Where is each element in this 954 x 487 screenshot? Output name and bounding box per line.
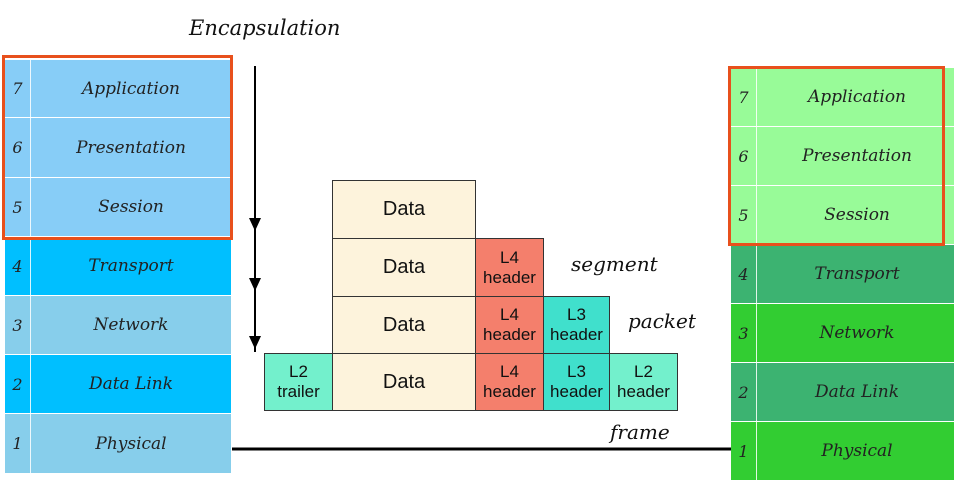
right-layer-presentation: 6 Presentation — [731, 127, 954, 186]
l4-header-line2: header — [483, 325, 536, 344]
data-label: Data — [382, 370, 426, 393]
left-layer-data-link: 2 Data Link — [5, 355, 231, 414]
data-block-row4: Data — [332, 353, 476, 411]
data-block-row2: Data — [332, 238, 476, 297]
right-layer-label: Transport — [814, 264, 900, 284]
pdu-label-frame: frame — [610, 420, 670, 444]
right-layer-num: 4 — [731, 245, 757, 303]
right-upper-layers-highlight — [728, 66, 945, 246]
right-layer-num: 6 — [731, 127, 757, 185]
right-layer-num: 5 — [731, 186, 757, 244]
left-layer-num: 3 — [5, 296, 31, 354]
encapsulation-title: Encapsulation — [189, 16, 341, 40]
right-layer-label: Data Link — [814, 382, 900, 402]
right-layer-application: 7 Application — [731, 68, 954, 127]
l4-header-row3: L4 header — [475, 296, 544, 354]
right-layer-num: 1 — [731, 422, 757, 480]
l3-header-line2: header — [550, 382, 603, 401]
l4-header-line1: L4 — [500, 305, 519, 324]
left-osi-stack: 7 Application 6 Presentation 5 Session 4… — [5, 56, 231, 474]
pdu-label-segment: segment — [571, 252, 658, 276]
right-layer-label: Physical — [821, 441, 893, 461]
right-layer-num: 7 — [731, 68, 757, 126]
data-label: Data — [382, 198, 426, 220]
l2-header-row4: L2 header — [609, 353, 678, 411]
l3-header-row4: L3 header — [543, 353, 610, 411]
right-layer-session: 5 Session — [731, 186, 954, 245]
l2-header-line1: L2 — [634, 362, 653, 381]
l4-header-line1: L4 — [500, 247, 519, 267]
right-layer-num: 3 — [731, 304, 757, 362]
pdu-label-packet: packet — [628, 309, 696, 333]
l4-header-line2: header — [483, 382, 536, 401]
l3-header-line1: L3 — [567, 362, 586, 381]
l2-trailer-line1: L2 — [289, 362, 308, 381]
right-layer-transport: 4 Transport — [731, 245, 954, 304]
left-layer-num: 6 — [5, 118, 31, 177]
arrow-head-2 — [249, 278, 261, 291]
right-osi-stack: 7 Application 6 Presentation 5 Session 4… — [731, 68, 954, 480]
left-layer-session: 5 Session — [5, 178, 231, 237]
left-layer-network: 3 Network — [5, 296, 231, 355]
right-layer-physical: 1 Physical — [731, 422, 954, 480]
data-block-row1: Data — [332, 180, 476, 239]
left-layer-num: 5 — [5, 178, 31, 236]
arrow-head-1 — [249, 218, 261, 231]
l4-header-row4: L4 header — [475, 353, 544, 411]
left-layer-num: 7 — [5, 60, 31, 117]
l2-trailer-line2: trailer — [277, 382, 320, 401]
arrow-head-3 — [249, 336, 261, 349]
l4-header-row2: L4 header — [475, 238, 544, 297]
left-layer-label: Application — [81, 78, 181, 99]
l2-trailer-row4: L2 trailer — [264, 353, 333, 411]
l2-header-line2: header — [617, 382, 670, 401]
right-layer-label: Network — [819, 323, 895, 343]
left-layer-presentation: 6 Presentation — [5, 118, 231, 178]
left-layer-num: 4 — [5, 237, 31, 295]
left-layer-physical: 1 Physical — [5, 414, 231, 473]
right-layer-data-link: 2 Data Link — [731, 363, 954, 422]
left-layer-application: 7 Application — [5, 60, 231, 118]
data-label: Data — [382, 313, 426, 336]
left-layer-label: Data Link — [88, 374, 174, 394]
left-layer-label: Network — [93, 315, 169, 335]
left-layer-num: 1 — [5, 414, 31, 473]
left-upper-layers-highlight — [2, 55, 233, 240]
data-label: Data — [382, 256, 426, 278]
right-layer-network: 3 Network — [731, 304, 954, 363]
l4-header-line2: header — [483, 267, 536, 287]
right-layer-label: Session — [824, 205, 890, 225]
data-block-row3: Data — [332, 296, 476, 354]
left-layer-num: 2 — [5, 355, 31, 413]
l3-header-line1: L3 — [567, 305, 586, 324]
left-layer-label: Presentation — [76, 137, 186, 158]
l3-header-row3: L3 header — [543, 296, 610, 354]
l3-header-line2: header — [550, 325, 603, 344]
right-layer-label: Presentation — [802, 146, 912, 166]
left-layer-label: Session — [98, 197, 164, 217]
right-layer-num: 2 — [731, 363, 757, 421]
right-layer-label: Application — [807, 87, 907, 107]
left-layer-label: Transport — [88, 256, 174, 276]
left-layer-label: Physical — [95, 433, 167, 454]
left-layer-transport: 4 Transport — [5, 237, 231, 296]
l4-header-line1: L4 — [500, 362, 519, 381]
